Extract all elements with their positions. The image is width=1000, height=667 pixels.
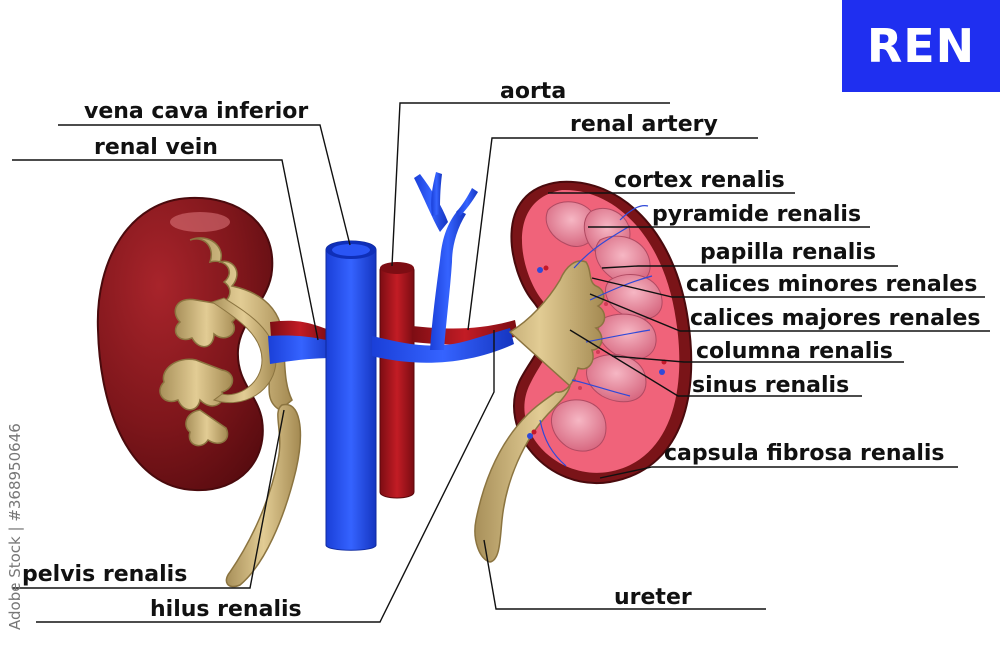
title-badge: [842, 0, 1000, 92]
intrarenal-vessels: [539, 205, 653, 467]
renal-pyramids: [545, 201, 663, 452]
label-calices-minores-renales: calices minores renales: [686, 272, 977, 297]
label-capsula-fibrosa-renalis: capsula fibrosa renalis: [664, 441, 945, 466]
right-kidney-section: [474, 180, 693, 563]
title-text: REN: [866, 19, 976, 73]
vena-cava-inferior: [325, 172, 514, 551]
stock-watermark: Adobe Stock | #368950646: [4, 420, 34, 660]
label-hilus-renalis: hilus renalis: [150, 597, 302, 622]
leader-lines: [12, 102, 990, 623]
left-renal-vessels: [268, 320, 335, 364]
label-papilla-renalis: papilla renalis: [700, 240, 876, 265]
left-kidney: [96, 196, 274, 492]
label-renal-artery: renal artery: [570, 112, 718, 137]
left-renal-pelvis: [159, 237, 302, 588]
label-renal-vein: renal vein: [94, 135, 218, 160]
label-pyramide-renalis: pyramide renalis: [652, 202, 861, 227]
label-calices-majores-renales: calices majores renales: [690, 306, 980, 331]
labels: vena cava inferior renal vein aorta rena…: [22, 79, 980, 622]
label-vena-cava-inferior: vena cava inferior: [84, 99, 308, 124]
label-sinus-renalis: sinus renalis: [692, 373, 849, 398]
label-cortex-renalis: cortex renalis: [614, 168, 785, 193]
label-aorta: aorta: [500, 79, 566, 104]
watermark-text: Adobe Stock | #368950646: [6, 423, 24, 630]
label-pelvis-renalis: pelvis renalis: [22, 562, 187, 587]
label-ureter: ureter: [614, 585, 692, 610]
label-columna-renalis: columna renalis: [696, 339, 893, 364]
